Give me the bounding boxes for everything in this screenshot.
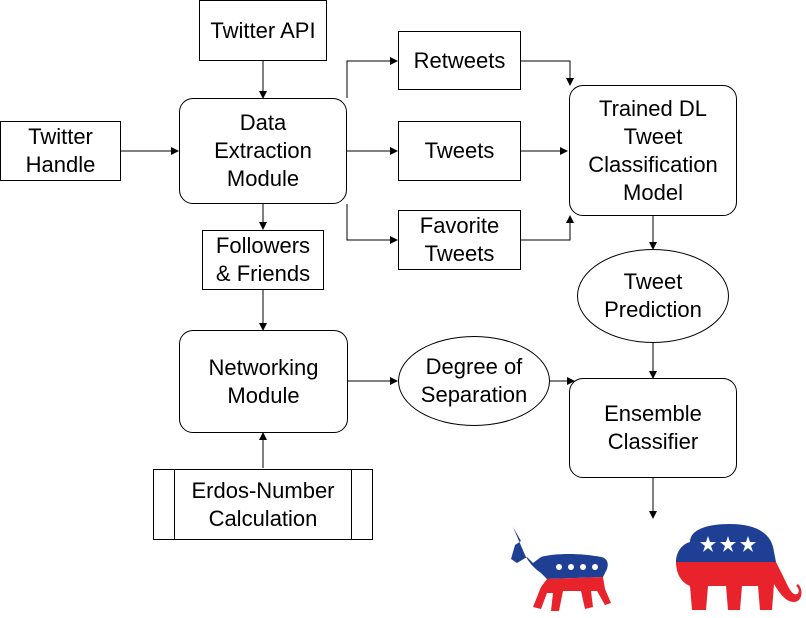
erdos-number-subprocess: Erdos-Number Calculation: [153, 469, 373, 540]
trained-dl-model: Trained DL Tweet Classification Model: [569, 85, 737, 216]
ensemble-classifier: Ensemble Classifier: [569, 378, 737, 478]
twitter-api-box: Twitter API: [199, 0, 327, 61]
edge-extraction-to-retweets: [346, 57, 398, 98]
networking-module: Networking Module: [179, 330, 348, 433]
donkey-icon: [511, 527, 611, 611]
retweets-box: Retweets: [398, 31, 521, 90]
data-extraction-module: Data Extraction Module: [179, 98, 347, 204]
erdos-number-label: Erdos-Number Calculation: [191, 477, 335, 531]
subprocess-right-bar: [351, 470, 352, 539]
tweet-prediction-ellipse: Tweet Prediction: [577, 249, 729, 343]
favorite-tweets-box: Favorite Tweets: [398, 210, 521, 270]
edge-extraction-to-favorites: [346, 204, 398, 244]
edge-retweets-to-model: [521, 60, 574, 86]
degree-of-separation-ellipse: Degree of Separation: [398, 336, 550, 426]
elephant-icon: [676, 524, 802, 610]
tweets-box: Tweets: [398, 121, 521, 181]
subprocess-left-bar: [174, 470, 175, 539]
followers-friends-box: Followers & Friends: [202, 230, 324, 290]
edge-favorites-to-model: [521, 215, 574, 241]
twitter-handle-box: Twitter Handle: [0, 121, 121, 181]
